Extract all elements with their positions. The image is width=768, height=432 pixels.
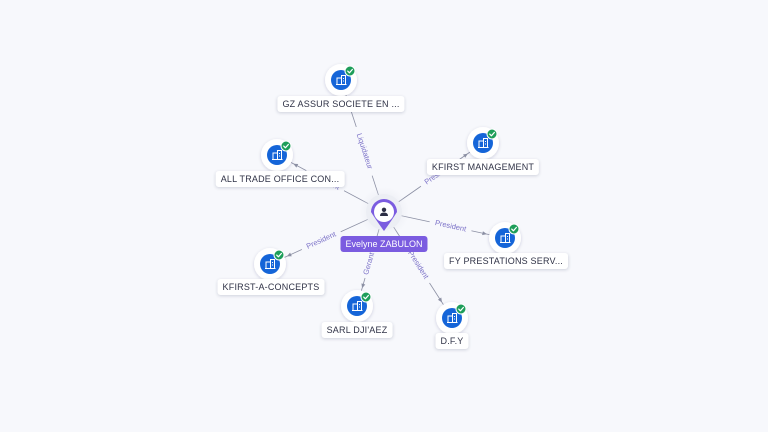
company-node-fyprest[interactable] [489, 222, 521, 254]
company-node-dfy[interactable] [436, 302, 468, 334]
edge-relation-label: President [406, 249, 431, 281]
company-node-gz[interactable] [325, 64, 357, 96]
edge-arrow-dfy [437, 297, 443, 303]
building-icon [447, 313, 458, 323]
building-icon [272, 150, 283, 160]
edge-relation-label: Gerant [361, 250, 376, 275]
edge-arrow-kfirst_a [286, 252, 292, 257]
person-name-label[interactable]: Evelyne ZABULON [340, 236, 428, 252]
company-node-kfirst_a[interactable] [254, 248, 286, 280]
verified-check-icon [280, 140, 292, 152]
company-label-alltrade[interactable]: ALL TRADE OFFICE CON... [215, 171, 345, 187]
person-node[interactable] [359, 187, 409, 237]
edge-label-bg [352, 125, 377, 177]
verified-check-icon [344, 65, 356, 77]
edge-relation-label: President [434, 218, 468, 234]
edge-arrow-alltrade [293, 163, 299, 168]
building-icon [265, 259, 276, 269]
edge-relation-label: Liquidateur [355, 132, 375, 171]
edge-arrow-kfirst_mgmt [462, 153, 468, 158]
edge-label-bg [403, 244, 434, 286]
edge-arrow-sarl [361, 283, 366, 289]
company-label-fyprest[interactable]: FY PRESTATIONS SERV... [444, 253, 568, 269]
company-label-dfy[interactable]: D.F.Y [435, 333, 469, 349]
verified-check-icon [360, 291, 372, 303]
building-icon [500, 233, 511, 243]
company-node-sarl[interactable] [341, 290, 373, 322]
verified-check-icon [508, 223, 520, 235]
edge-label-bg [360, 247, 378, 280]
edge-relation-label: President [305, 229, 338, 251]
person-icon [380, 207, 388, 216]
building-icon [336, 75, 347, 85]
company-node-kfirst_mgmt[interactable] [467, 127, 499, 159]
edge-label-bg [428, 216, 473, 235]
company-label-kfirst_a[interactable]: KFIRST-A-CONCEPTS [217, 279, 325, 295]
edge-arrow-fyprest [482, 231, 487, 236]
building-icon [352, 301, 363, 311]
verified-check-icon [273, 249, 285, 261]
verified-check-icon [486, 128, 498, 140]
edge-label-bg [299, 227, 343, 254]
verified-check-icon [455, 303, 467, 315]
building-icon [478, 138, 489, 148]
company-label-gz[interactable]: GZ ASSUR SOCIETE EN ... [277, 96, 405, 112]
company-node-alltrade[interactable] [261, 139, 293, 171]
company-label-sarl[interactable]: SARL DJI'AEZ [321, 322, 393, 338]
company-label-kfirst_mgmt[interactable]: KFIRST MANAGEMENT [426, 159, 540, 175]
